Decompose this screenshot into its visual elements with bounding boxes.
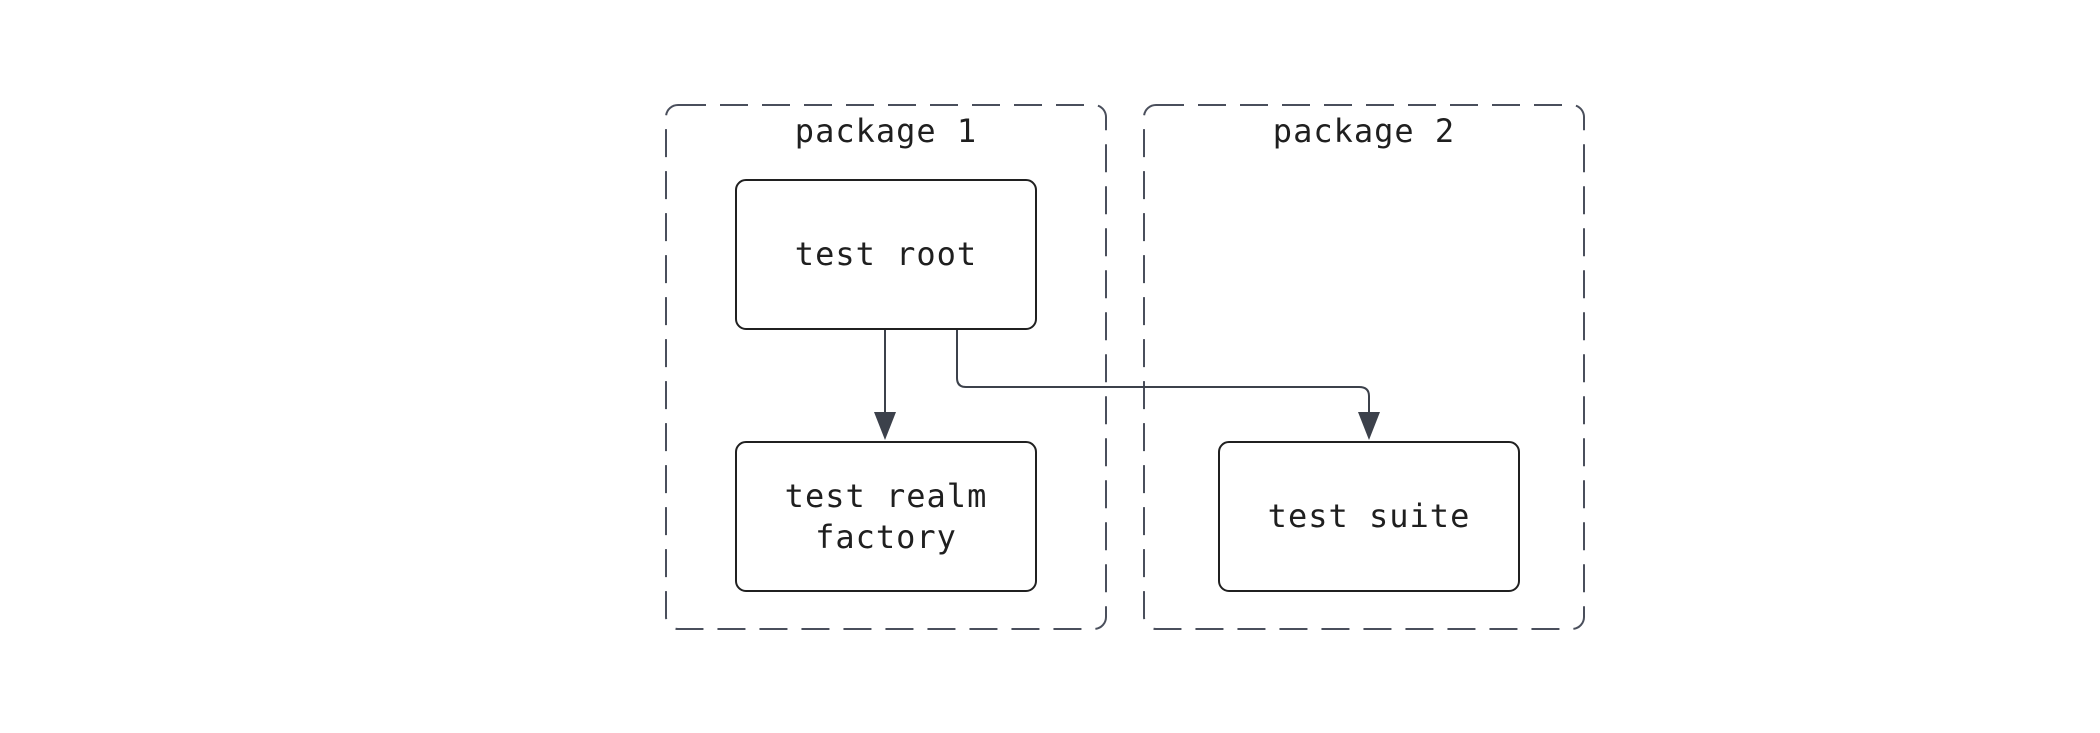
- node-label: test root: [794, 235, 978, 273]
- edge-test-root-to-test-realm-factory: [874, 329, 896, 440]
- edge-test-root-to-test-suite: [956, 329, 1380, 440]
- arrowhead-icon: [1358, 412, 1380, 440]
- group-package-2-border: [1143, 104, 1585, 630]
- group-package-1-border: [665, 104, 1107, 630]
- node-test-realm-factory: test realm factory: [735, 441, 1037, 592]
- node-label: test realm factory: [784, 476, 988, 556]
- group-label-package-2: package 2: [1272, 112, 1456, 150]
- node-test-root: test root: [735, 179, 1037, 330]
- group-label-package-1: package 1: [794, 112, 978, 150]
- arrowhead-icon: [874, 412, 896, 440]
- node-label: test suite: [1267, 497, 1471, 535]
- node-test-suite: test suite: [1218, 441, 1520, 592]
